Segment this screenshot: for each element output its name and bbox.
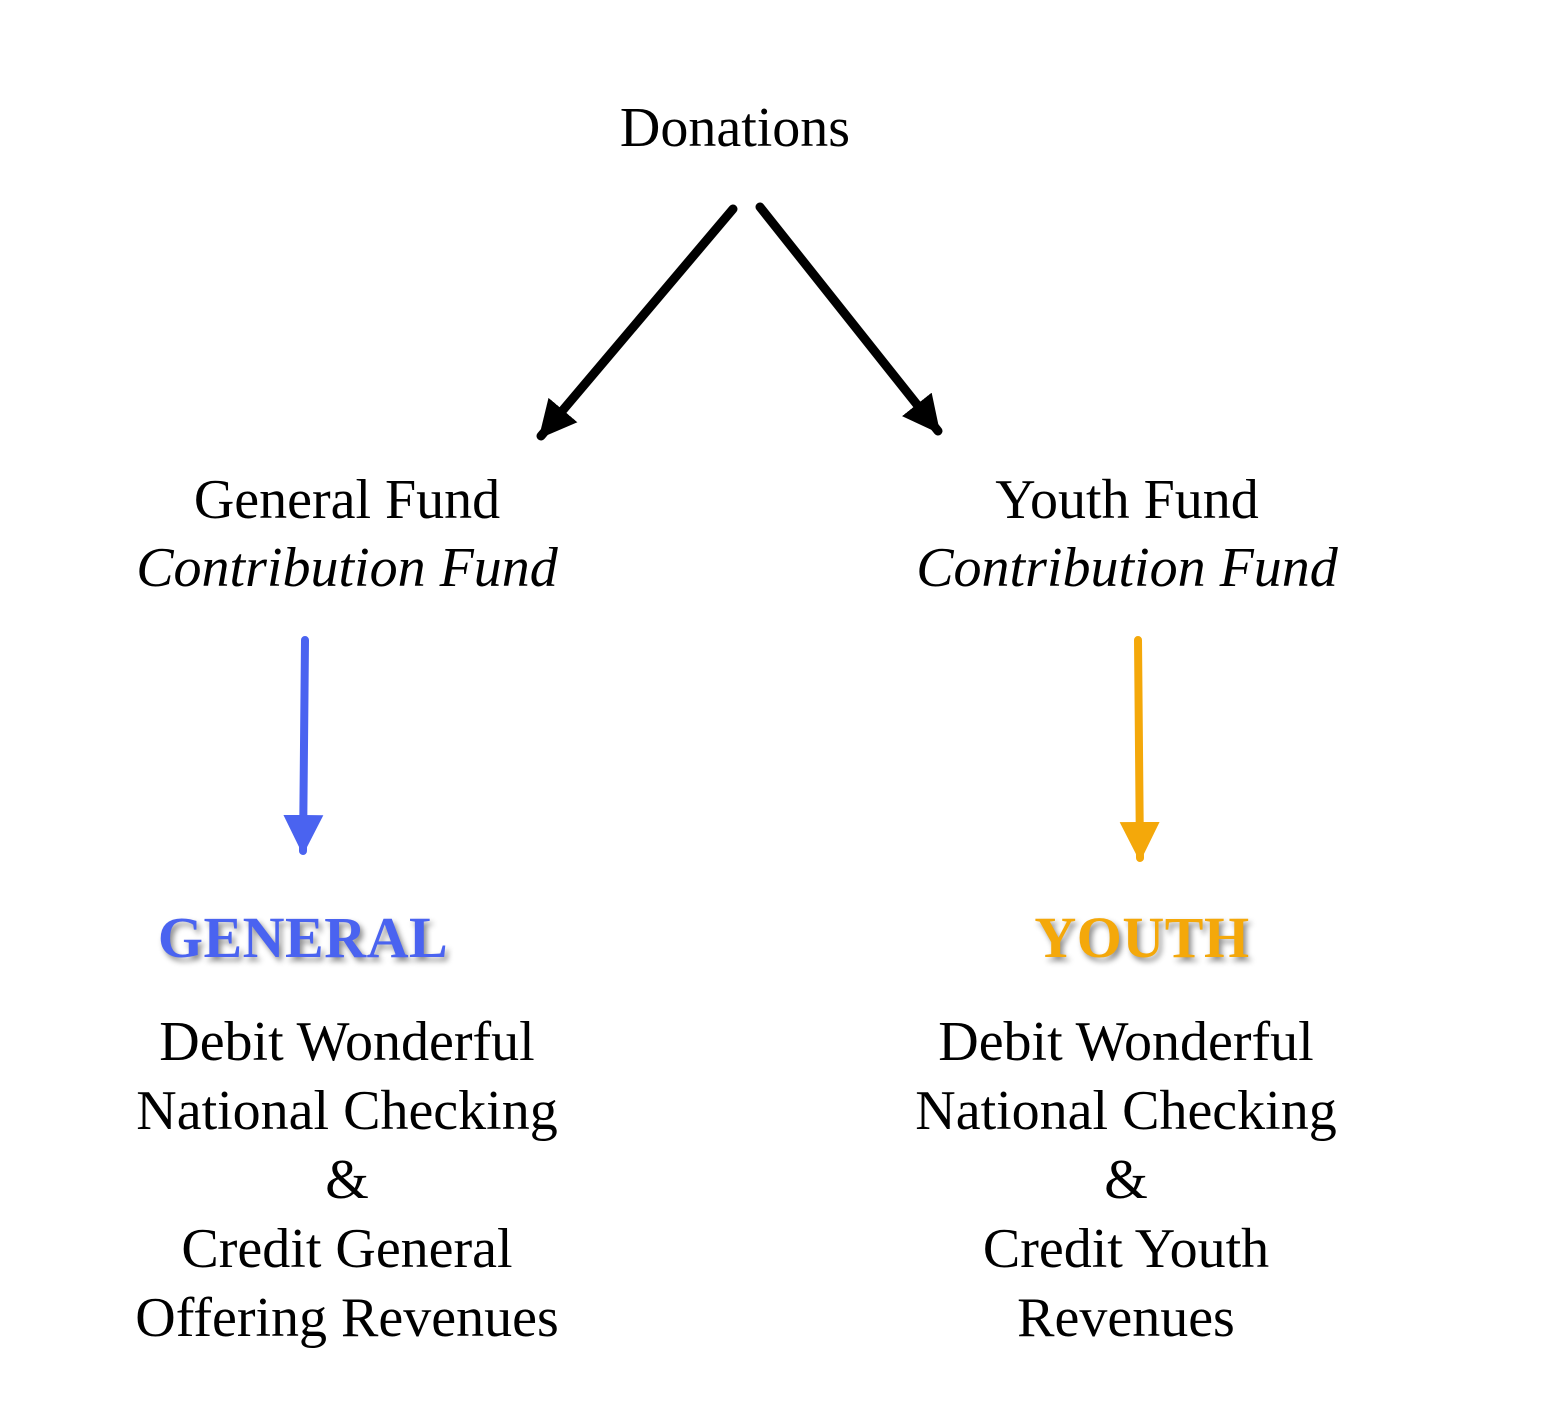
youth-fund-name: Youth Fund: [995, 469, 1259, 531]
youth-entry-line: Revenues: [1017, 1287, 1235, 1349]
general-category-label: GENERAL: [157, 905, 449, 970]
arrow-donations-to-youth-fund: [755, 202, 943, 436]
youth-fund-type: Contribution Fund: [916, 537, 1338, 599]
youth-entry-line: &: [1104, 1149, 1148, 1211]
general-entry-line: Offering Revenues: [135, 1287, 559, 1349]
general-journal-entry: Debit Wonderful National Checking & Cred…: [67, 1008, 627, 1353]
arrow-youth-fund-to-youth: [1119, 636, 1160, 862]
general-fund-name: General Fund: [193, 469, 501, 531]
donations-label: Donations: [619, 97, 851, 159]
arrow-donations-to-general-fund: [536, 204, 738, 441]
arrow-general-fund-to-general: [283, 636, 324, 855]
general-fund-node: General Fund Contribution Fund: [67, 466, 627, 602]
general-entry-line: Debit Wonderful: [159, 1011, 535, 1073]
youth-fund-node: Youth Fund Contribution Fund: [847, 466, 1407, 602]
youth-category-label: YOUTH: [1034, 905, 1250, 970]
youth-journal-entry: Debit Wonderful National Checking & Cred…: [846, 1008, 1406, 1353]
general-fund-type: Contribution Fund: [136, 537, 558, 599]
youth-entry-line: National Checking: [915, 1080, 1337, 1142]
general-entry-line: National Checking: [136, 1080, 558, 1142]
general-entry-line: &: [325, 1149, 369, 1211]
youth-entry-line: Debit Wonderful: [938, 1011, 1314, 1073]
general-entry-line: Credit General: [181, 1218, 513, 1280]
youth-entry-line: Credit Youth: [982, 1218, 1270, 1280]
